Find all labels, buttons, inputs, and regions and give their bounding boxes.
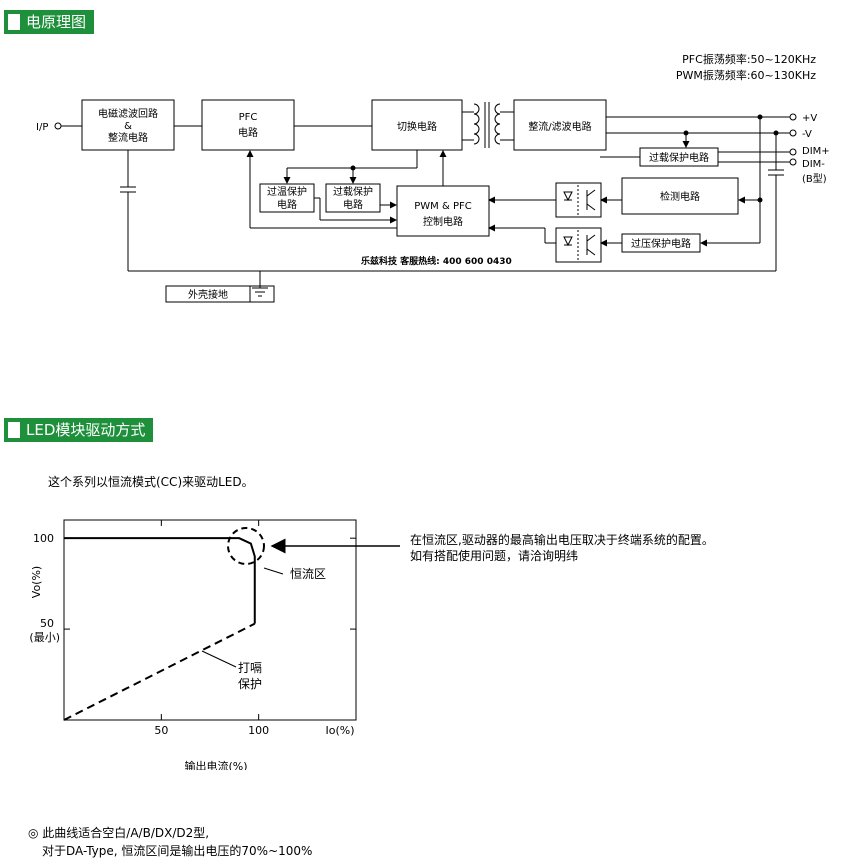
x-axis-label: Io(%) [325,724,354,737]
x-tick-label: 100 [248,724,269,737]
plot-frame [63,519,357,721]
output-positive-terminal-icon [789,113,797,121]
annotation-line-1: 在恒流区,驱动器的最高输出电压取决于终端系统的配置。 [410,532,714,547]
control-block-label-1: PWM & PFC [414,201,471,212]
section-header-schematic: 电原理图 [4,10,95,34]
overload-protection-block-left [325,183,381,213]
optocoupler-icon-1 [555,182,602,218]
control-block-label-2: 控制电路 [423,215,463,228]
section-title: 电原理图 [26,13,87,31]
hiccup-label-1: 打嗝 [238,661,262,675]
pfc-block [201,99,295,151]
ground-label: 外壳接地 [188,288,228,301]
ovp-block-label: 过压保护电路 [631,237,691,250]
olp-label-1: 过载保护 [333,185,373,198]
overload-right-label: 过载保护电路 [649,151,709,164]
header-marker-icon [8,422,20,438]
y-axis-label: Vo(%) [30,566,43,598]
y-tick-label: 50 [40,617,54,630]
detection-block-label: 检测电路 [660,190,700,203]
y-tick-label: 100 [33,532,54,545]
cc-region-label: 恒流区 [290,567,326,581]
chart-caption: 输出电流(%) [184,759,247,770]
series-line-cc [64,537,256,624]
rectifier-filter-block [513,99,607,151]
dim-negative-terminal-icon [789,158,797,166]
input-terminal-icon [54,122,62,130]
y-tick-sublabel: (最小) [29,631,60,644]
dim-negative-label: DIM- [802,159,825,170]
output-positive-label: +V [802,113,817,124]
otp-label-2: 电路 [277,198,297,211]
note-line-1: ◎ 此曲线适合空白/A/B/DX/D2型, [28,826,210,840]
emi-block-label-3: 整流电路 [108,131,148,144]
emi-block-label-2: & [124,121,132,132]
series-line-hiccup [63,622,256,721]
output-negative-label: -V [802,129,812,140]
section-title: LED模块驱动方式 [26,421,146,439]
header-marker-icon [8,14,20,30]
intro-text: 这个系列以恒流模式(CC)来驱动LED。 [48,475,254,489]
dim-positive-label: DIM+ [802,146,830,157]
x-tick-label: 50 [154,724,168,737]
hiccup-pointer [201,650,237,668]
knee-highlight-circle [227,527,265,565]
annotation-line-2: 如有搭配使用问题，请洽询明纬 [410,548,578,563]
cc-region-pointer [263,567,284,575]
otp-label-1: 过温保护 [267,185,307,198]
switching-block-label: 切换电路 [397,120,437,133]
note-line-2: 对于DA-Type, 恒流区间是输出电压的70%~100% [42,844,313,858]
hotline-text: 乐兹科技 客服热线: 400 600 0430 [361,255,512,267]
b-type-label: (B型) [802,172,827,185]
emi-block-label-1: 电磁滤波回路 [98,107,158,120]
pfc-frequency-text: PFC振荡频率:50~120KHz [682,52,816,66]
pwm-frequency-text: PWM振荡频率:60~130KHz [676,68,816,82]
input-label: I/P [36,122,48,133]
output-negative-terminal-icon [789,129,797,137]
dim-positive-terminal-icon [789,148,797,156]
block-diagram: PFC振荡频率:50~120KHz PWM振荡频率:60~130KHz I/P … [36,52,830,303]
rectifier-block-label: 整流/滤波电路 [528,120,591,133]
pfc-block-label-1: PFC [239,112,258,123]
olp-label-2: 电路 [343,198,363,211]
chassis-ground-box [165,285,275,303]
section-header-drive-mode: LED模块驱动方式 [4,418,154,442]
ground-icon [252,287,268,297]
hiccup-label-2: 保护 [238,677,262,691]
transformer-icon [473,102,501,148]
detection-block [621,177,739,215]
pfc-block-label-2: 电路 [238,126,258,139]
optocoupler-icon-2 [555,227,602,263]
